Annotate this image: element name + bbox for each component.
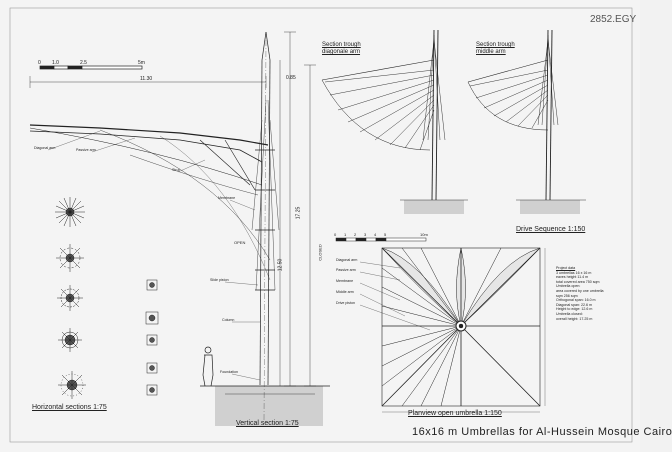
scale-tick-1: 1.0 <box>52 60 59 66</box>
caption-vertical-section: Vertical section 1:75 <box>236 420 299 427</box>
sheet-border <box>9 7 633 443</box>
dim-top: 0.85 <box>286 75 296 81</box>
dim-height-eave: 12.50 <box>277 258 284 272</box>
plan-scale-tick-2: 2 <box>354 232 357 237</box>
caption-drive-sequence: Drive Sequence 1:150 <box>516 226 586 233</box>
project-data-line: eaves height 11.4 m <box>556 275 589 280</box>
sheet-number: 2852.EGY <box>590 14 637 25</box>
plan-callout-membrane: Membrane <box>336 279 354 283</box>
scale-tick-2: 2.5 <box>80 60 87 66</box>
horizontal-sections-drawing <box>55 197 159 399</box>
plan-scale-tick-1: 1 <box>344 232 347 237</box>
dim-span: 11.30 <box>140 76 153 82</box>
project-data-line: area covered by one umbrella <box>556 288 604 293</box>
plan-callout-passive-arm: Passive arm <box>336 268 356 272</box>
drawing-title: 16x16 m Umbrellas for Al-Hussein Mosque … <box>412 426 672 438</box>
planview-drawing <box>335 237 546 413</box>
callout-passive-arm: Passive arm <box>76 148 96 152</box>
caption-section-middle-1: Section trough <box>476 42 515 48</box>
project-data-line: total covered area 750 sqm <box>556 279 600 284</box>
caption-section-diagonal-2: diagonale arm <box>322 49 361 55</box>
project-data-heading: Project data <box>556 266 576 270</box>
section-diagonal-arm-drawing <box>321 29 468 214</box>
scale-tick-3: 5m <box>138 60 145 66</box>
drawing-sheet: 2852.EGY 16x16 m Umbrellas for Al-Hussei… <box>9 7 672 443</box>
callout-diagonal-arm: Diagonal arm <box>34 146 56 150</box>
plan-callout-diagonal-arm: Diagonal arm <box>336 258 358 262</box>
plan-scale-tick-0: 0 <box>334 232 337 237</box>
plan-callout-middle-arm: Middle arm <box>336 290 354 294</box>
project-data-line: Diagonal span: 22.6 m <box>556 302 592 307</box>
plan-scale-tick-5: 5 <box>384 232 387 237</box>
caption-section-diagonal-1: Section trough <box>322 42 361 48</box>
plan-scale-tick-4: 4 <box>374 232 377 237</box>
callout-column: Column <box>222 318 235 322</box>
dim-open: OPEN <box>234 240 246 245</box>
section-middle-arm-drawing <box>467 29 586 214</box>
project-data-block: Project data 3 umbrellas 16 x 16 m eaves… <box>556 266 604 321</box>
plan-scale-tick-3: 3 <box>364 232 367 237</box>
drawing-canvas <box>9 7 633 443</box>
project-data-line: Orthogonal span: 16.0 m <box>556 298 596 303</box>
scale-tick-0: 0 <box>38 60 41 66</box>
callout-strut: Strut <box>172 168 180 172</box>
callout-membrane: Membrane <box>218 196 236 200</box>
caption-section-middle-2: middle arm <box>476 49 506 55</box>
project-data-line: Umbrella closed: <box>556 311 583 316</box>
caption-planview: Planview open umbrella 1:150 <box>408 410 502 417</box>
caption-horizontal-sections: Horizontal sections 1:75 <box>32 404 107 411</box>
project-data-line: overall height: 17.25 m <box>556 316 593 321</box>
callout-foundation: Foundation <box>220 370 238 374</box>
project-data-line: sqm 256 sqm <box>556 293 578 298</box>
plan-scale-tick-6: 10m <box>420 232 428 237</box>
dim-closed: CLOSED <box>317 244 323 261</box>
project-data-line: Height to edge: 12.6 m <box>556 307 593 312</box>
project-data-line: 3 umbrellas 16 x 16 m <box>556 270 592 275</box>
dim-height-total: 17.25 <box>295 206 302 220</box>
callout-slide-piston: Slide piston <box>210 278 229 282</box>
plan-callout-drive-piston: Drive piston <box>336 301 355 305</box>
project-data-line: Umbrella open: <box>556 284 581 289</box>
vertical-section-drawing <box>29 31 330 426</box>
